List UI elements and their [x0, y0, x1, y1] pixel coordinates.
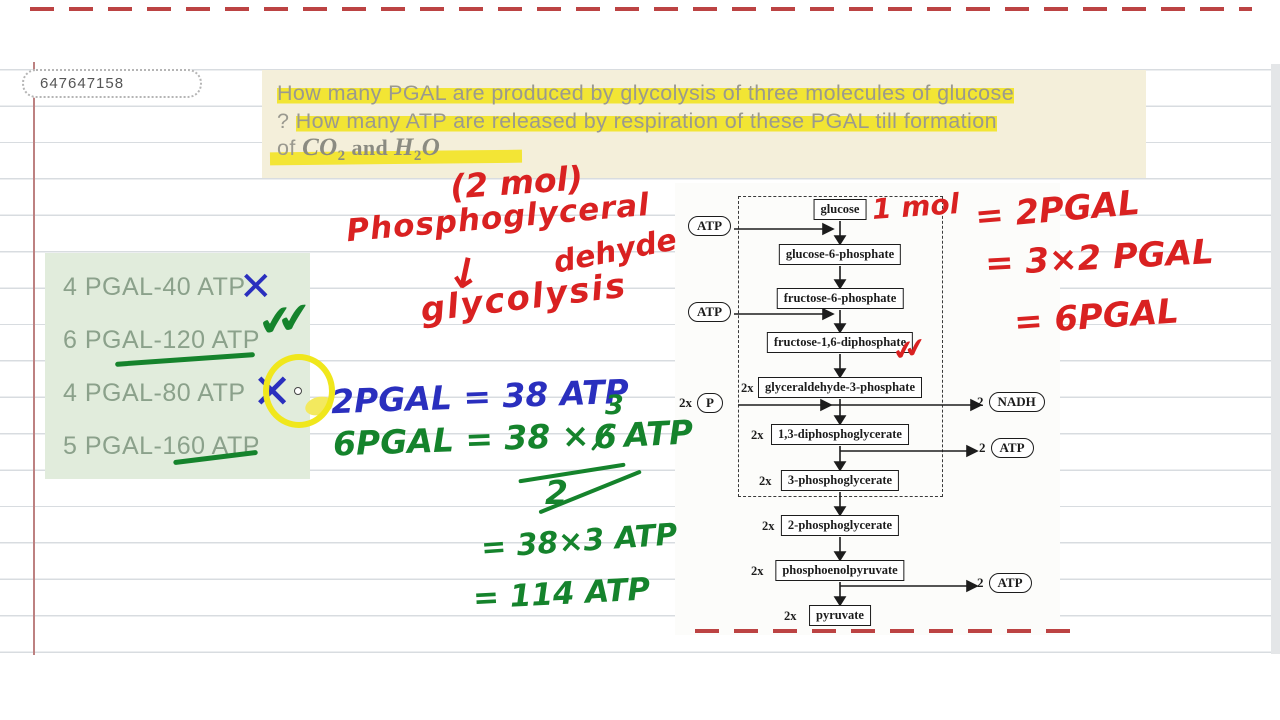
handwriting-green-eq1: 6PGAL = 38 × [332, 415, 591, 464]
node-glyceraldehyde-3-phosphate: glyceraldehyde-3-phosphate [758, 377, 922, 398]
question-mark: ? [277, 109, 296, 133]
node-glucose-6-phosphate: glucose-6-phosphate [778, 244, 902, 265]
question-line-1-text: How many PGAL are produced by glycolysis… [277, 81, 1015, 105]
page-edge [1271, 64, 1280, 654]
atp-output-1: 2 ATP [979, 438, 1034, 458]
multiplier-g3p: 2x [741, 381, 754, 395]
red-check-marks: ✔✔ [890, 333, 920, 369]
glycolysis-diagram: glucose glucose-6-phosphate fructose-6-p… [675, 183, 1060, 635]
page-bottom-dashed-border [695, 629, 1085, 633]
question-line-2-text: How many ATP are released by respiration… [295, 109, 997, 133]
green-check-marks-option-2: ✔✔ [254, 293, 300, 348]
and-text: and [345, 135, 395, 160]
page-top-dashed-border [30, 7, 1252, 11]
phosphate-oval: P [697, 393, 723, 413]
multiplier-2pg: 2x [762, 519, 775, 533]
node-glucose: glucose [813, 199, 867, 220]
node-2-phosphoglycerate: 2-phosphoglycerate [780, 515, 900, 536]
nadh-oval: NADH [988, 392, 1045, 412]
node-fructose-6-phosphate: fructose-6-phosphate [776, 288, 904, 309]
atp-input-1: ATP [688, 216, 732, 236]
nadh-output: 2 NADH [977, 392, 1045, 412]
node-pyruvate: pyruvate [809, 605, 871, 626]
question-box: How many PGAL are produced by glycolysis… [262, 70, 1146, 178]
atp-output-2-count: 2 [977, 575, 984, 590]
question-line-3: of CO2 and H2O [277, 134, 440, 165]
node-3-phosphoglycerate: 3-phosphoglycerate [780, 470, 900, 491]
atp-output-2-oval: ATP [988, 573, 1032, 593]
handwriting-blue-equation: 2PGAL = 38 ATP [330, 371, 630, 422]
handwriting-red-eq-6pgal: = 6PGAL [1012, 291, 1180, 343]
atp-output-1-count: 2 [979, 440, 986, 455]
multiplier-pep: 2x [751, 564, 764, 578]
cursor-highlight-ring [263, 354, 335, 428]
h2o-h: H [394, 134, 414, 161]
margin-line [33, 62, 35, 655]
options-box: 4 PGAL-40 ATP 6 PGAL-120 ATP 4 PGAL-80 A… [45, 253, 310, 479]
node-phosphoenolpyruvate: phosphoenolpyruvate [775, 560, 905, 581]
co2-subscript: 2 [337, 148, 346, 164]
co2-formula: CO [302, 134, 338, 161]
handwriting-red-1mol: 1 mol [870, 186, 961, 227]
option-2[interactable]: 6 PGAL-120 ATP [63, 326, 260, 354]
cancelled-six: 6 [594, 417, 617, 456]
question-id: 647647158 [40, 75, 125, 92]
superscript-three: 3 [605, 390, 624, 421]
handwriting-green-eq3: = 114 ATP [472, 571, 651, 617]
atp-output-1-oval: ATP [990, 438, 1034, 458]
nadh-count: 2 [977, 394, 984, 409]
h2o-subscript: 2 [413, 148, 422, 164]
node-13-diphosphoglycerate: 1,3-diphosphoglycerate [771, 424, 909, 445]
multiplier-3pg: 2x [759, 474, 772, 488]
question-id-box: 647647158 [22, 69, 202, 98]
node-fructose-16-diphosphate: fructose-1,6-diphosphate [766, 332, 914, 353]
atp-input-2: ATP [688, 302, 732, 322]
phosphate-input: 2x P [679, 393, 723, 413]
option-3[interactable]: 4 PGAL-80 ATP [63, 379, 246, 407]
atp-oval-2: ATP [688, 302, 732, 322]
blue-cross-option-1: ✕ [239, 264, 273, 310]
question-line-1: How many PGAL are produced by glycolysis… [277, 81, 1015, 106]
multiplier-pyruvate: 2x [784, 609, 797, 623]
option-1[interactable]: 4 PGAL-40 ATP [63, 273, 246, 301]
question-line-3-of: of [277, 136, 303, 160]
atp-oval-1: ATP [688, 216, 732, 236]
handwriting-green-eq1-unit: ATP [623, 412, 695, 455]
phosphate-multiplier: 2x [679, 395, 692, 410]
atp-output-2: 2 ATP [977, 573, 1032, 593]
multiplier-dpg: 2x [751, 428, 764, 442]
question-line-2: ? How many ATP are released by respirati… [277, 109, 997, 134]
flow-arrows [734, 221, 983, 607]
h2o-o: O [421, 134, 441, 161]
cursor-pointer[interactable] [294, 387, 302, 395]
